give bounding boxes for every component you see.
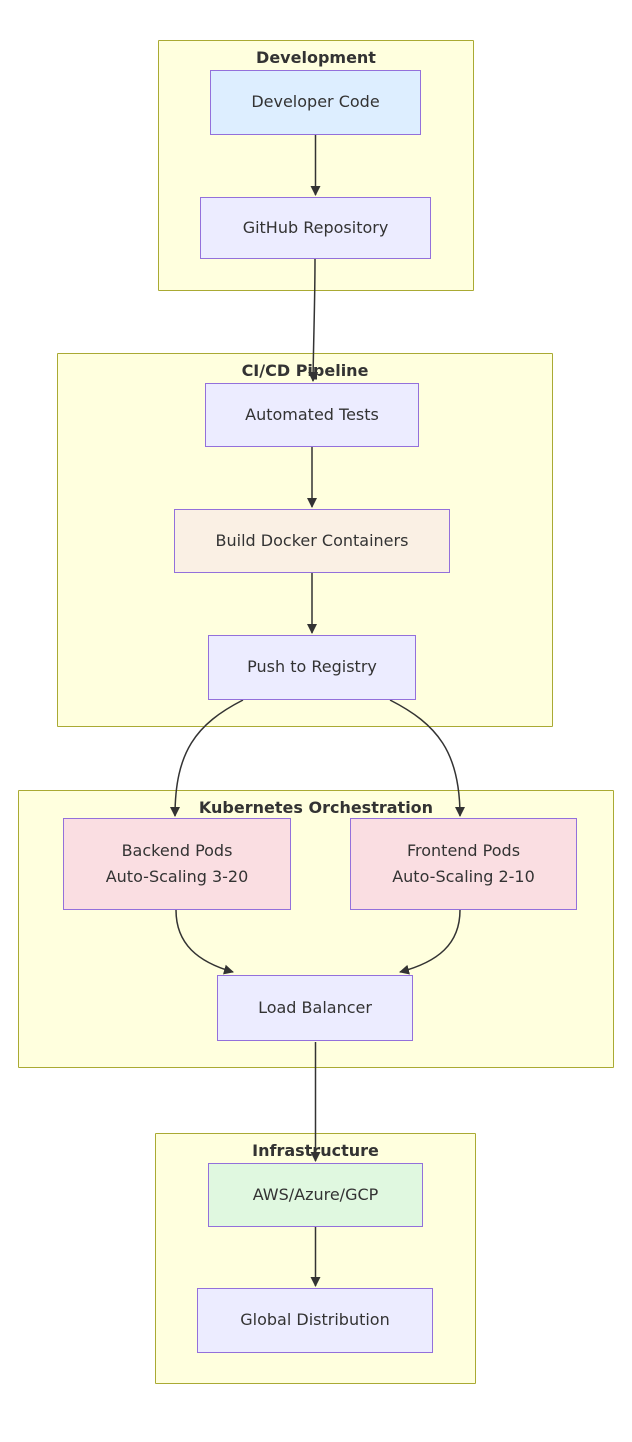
node-load-balancer: Load Balancer	[217, 975, 413, 1041]
node-frontend-pods-sublabel: Auto-Scaling 2-10	[392, 867, 535, 886]
node-push-to-registry-label: Push to Registry	[247, 657, 377, 677]
node-frontend-pods-label: Frontend Pods	[406, 840, 521, 860]
node-global-distribution: Global Distribution	[197, 1288, 433, 1353]
node-cloud-providers: AWS/Azure/GCP	[208, 1163, 423, 1227]
edge-frontend-pods-to-load-balancer	[399, 909, 461, 975]
node-github-repository: GitHub Repository	[200, 197, 431, 259]
node-developer-code: Developer Code	[210, 70, 421, 135]
node-global-distribution-label: Global Distribution	[240, 1310, 390, 1330]
node-backend-pods-label: Backend Pods	[121, 840, 233, 860]
node-backend-pods-sublabel: Auto-Scaling 3-20	[105, 867, 249, 886]
node-automated-tests-label: Automated Tests	[245, 404, 379, 424]
node-cloud-providers-label: AWS/Azure/GCP	[252, 1184, 379, 1204]
node-backend-pods: Backend Pods Auto-Scaling 3-20	[63, 818, 291, 910]
node-developer-code-label: Developer Code	[251, 92, 380, 112]
node-load-balancer-label: Load Balancer	[258, 997, 372, 1017]
node-automated-tests: Automated Tests	[205, 383, 419, 447]
cluster-kubernetes-orchestration-title: Kubernetes Orchestration	[198, 798, 434, 817]
edge-push-to-registry-to-frontend-pods	[389, 699, 465, 817]
edge-push-to-registry-to-backend-pods	[170, 699, 244, 817]
node-frontend-pods: Frontend Pods Auto-Scaling 2-10	[350, 818, 577, 910]
node-build-docker-containers-label: Build Docker Containers	[215, 530, 409, 550]
edge-backend-pods-to-load-balancer	[175, 909, 234, 975]
node-push-to-registry: Push to Registry	[208, 635, 416, 700]
cluster-development-title: Development	[256, 48, 376, 67]
edge-github-repository-to-automated-tests	[308, 258, 319, 382]
node-github-repository-label: GitHub Repository	[242, 217, 389, 237]
cluster-cicd-pipeline-title: CI/CD Pipeline	[241, 361, 369, 380]
node-build-docker-containers: Build Docker Containers	[174, 509, 450, 573]
